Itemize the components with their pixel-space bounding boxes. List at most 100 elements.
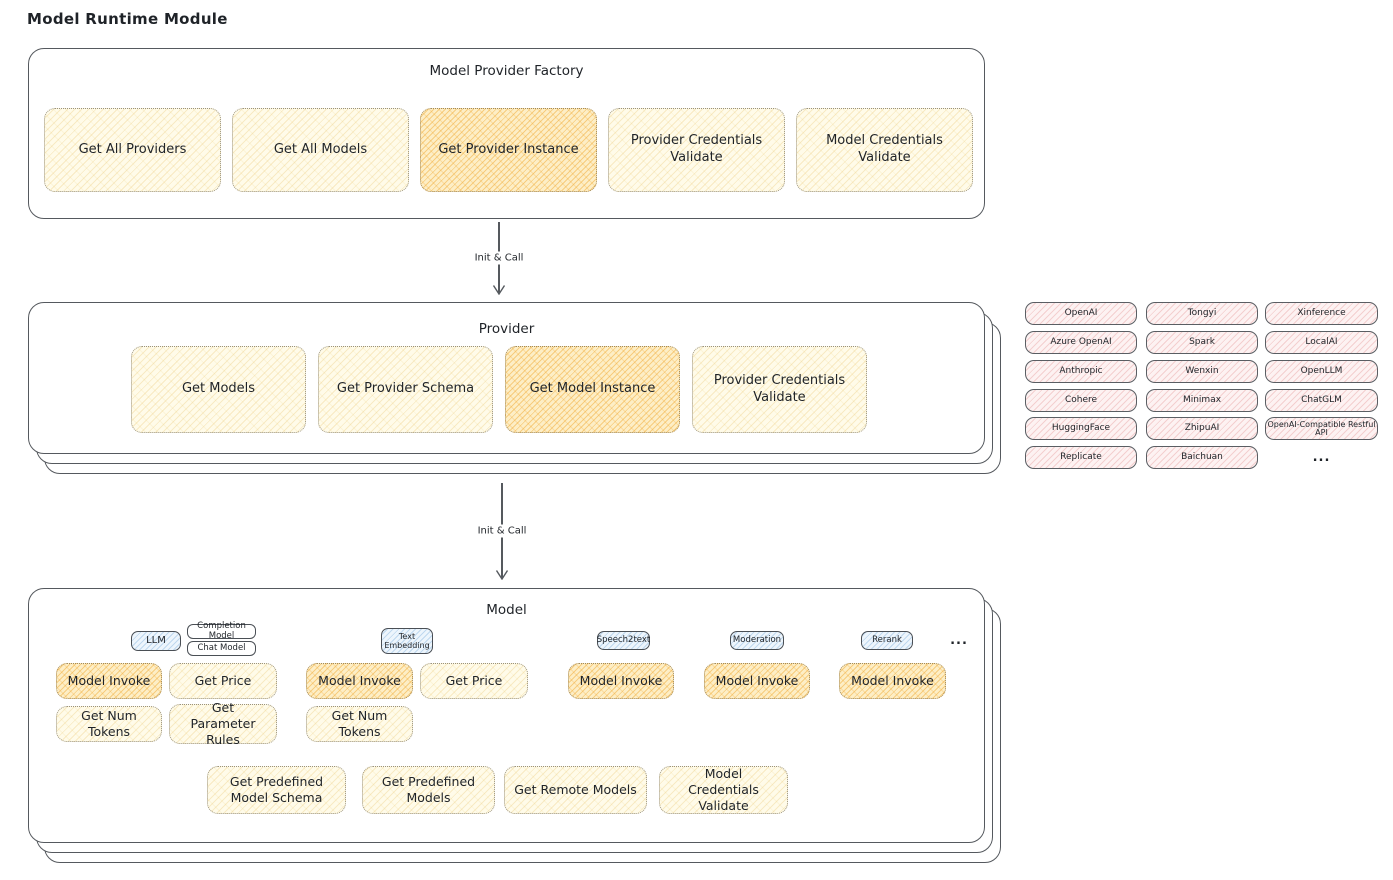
speech2text-model-invoke-chip: Model Invoke [568, 663, 674, 699]
provider-pill-azure-openai: Azure OpenAI [1025, 331, 1137, 354]
speech2text-tag: Speech2text [597, 631, 650, 650]
chip-label: Get Price [194, 672, 252, 688]
factory-title: Model Provider Factory [429, 63, 584, 79]
tag-label: Text Embedding [384, 631, 430, 650]
chip-label: Provider Credentials Validate [713, 372, 846, 405]
moderation-tag: Moderation [730, 631, 784, 650]
pill-label: ZhipuAI [1184, 423, 1220, 433]
pill-label: Azure OpenAI [1050, 337, 1112, 347]
text-embedding-tag: Text Embedding [381, 628, 433, 654]
get-provider-schema-chip: Get Provider Schema [318, 346, 493, 433]
llm-get-num-tokens-chip: Get Num Tokens [56, 706, 162, 742]
llm-get-parameter-rules-chip: Get Parameter Rules [169, 700, 277, 747]
model-title: Model [486, 602, 527, 618]
provider-pill-zhipuai: ZhipuAI [1146, 417, 1258, 440]
provider-title: Provider [478, 321, 535, 337]
completion-model-tag: Completion Model [187, 620, 256, 641]
chip-label: Model Credentials Validate [826, 133, 943, 165]
get-all-models-chip: Get All Models [232, 108, 409, 192]
chip-label: Model Invoke [67, 672, 151, 688]
tag-label: Chat Model [197, 642, 246, 653]
factory-box: Model Provider Factory Get All Providers… [28, 48, 985, 219]
provider-pill-chatglm: ChatGLM [1265, 389, 1378, 412]
get-provider-instance-chip: Get Provider Instance [420, 108, 597, 192]
chip-label: Get Parameter Rules [190, 699, 256, 748]
provider-pill-cohere: Cohere [1025, 389, 1137, 412]
chip-label: Get Num Tokens [81, 707, 137, 739]
provider-pill-xinference: Xinference [1265, 302, 1378, 325]
get-models-chip: Get Models [131, 346, 306, 433]
provider-list-ellipsis: ... [1312, 450, 1331, 465]
chip-label: Model Invoke [851, 672, 934, 688]
llm-tag: LLM [131, 631, 181, 651]
pill-label: Baichuan [1181, 452, 1223, 462]
pill-label: Anthropic [1059, 366, 1103, 376]
chat-model-tag: Chat Model [187, 641, 256, 656]
pill-label: Wenxin [1185, 366, 1219, 376]
provider-pill-localai: LocalAI [1265, 331, 1378, 354]
provider-credentials-validate-chip: Provider Credentials Validate [608, 108, 785, 192]
embedding-get-num-tokens-chip: Get Num Tokens [306, 706, 413, 742]
rerank-model-invoke-chip: Model Invoke [839, 663, 946, 699]
pill-label: OpenAI-Compatible Restful API [1267, 419, 1376, 437]
model-stack: Model LLM Completion Model Chat Model Te… [28, 588, 1001, 863]
factory-stack: Model Provider Factory Get All Providers… [28, 48, 985, 219]
provider-credentials-validate-chip: Provider Credentials Validate [692, 346, 867, 433]
init-call-label: Init & Call [468, 251, 530, 264]
tag-label: Moderation [732, 634, 782, 645]
pill-label: Tongyi [1187, 308, 1217, 318]
embedding-get-price-chip: Get Price [420, 663, 528, 699]
chip-label: Model Credentials Validate [688, 765, 759, 814]
chip-label: Get Provider Schema [336, 381, 475, 397]
chip-label: Model Invoke [579, 672, 663, 688]
get-model-instance-chip: Get Model Instance [505, 346, 680, 433]
embedding-model-invoke-chip: Model Invoke [306, 663, 413, 699]
llm-model-invoke-chip: Model Invoke [56, 663, 162, 699]
model-box: Model LLM Completion Model Chat Model Te… [28, 588, 985, 843]
model-credentials-validate-chip: Model Credentials Validate [796, 108, 973, 192]
get-predefined-models-chip: Get Predefined Models [362, 766, 495, 814]
chip-label: Get All Models [273, 141, 368, 157]
pill-label: HuggingFace [1051, 423, 1111, 433]
get-remote-models-chip: Get Remote Models [504, 766, 647, 814]
chip-label: Model Invoke [318, 672, 401, 688]
llm-get-price-chip: Get Price [169, 663, 277, 699]
pill-label: OpenLLM [1300, 366, 1343, 376]
chip-label: Get Price [445, 672, 503, 688]
pill-label: Cohere [1064, 395, 1098, 405]
provider-pill-baichuan: Baichuan [1146, 446, 1258, 469]
chip-label: Get Models [181, 381, 256, 397]
chip-label: Provider Credentials Validate [630, 133, 763, 165]
provider-stack: Provider Get Models Get Provider Schema … [28, 302, 1001, 474]
provider-pill-huggingface: HuggingFace [1025, 417, 1137, 440]
provider-pill-tongyi: Tongyi [1146, 302, 1258, 325]
tag-label: Speech2text [596, 634, 651, 645]
rerank-tag: Rerank [861, 631, 913, 650]
chip-label: Get Provider Instance [438, 141, 579, 157]
chip-label: Get Predefined Models [381, 773, 476, 805]
provider-pill-openai-compatible: OpenAI-Compatible Restful API [1265, 417, 1378, 440]
chip-label: Get Num Tokens [331, 707, 388, 739]
chip-label: Model Invoke [715, 672, 799, 688]
arrow-head-icon [492, 285, 506, 295]
tag-label: LLM [146, 635, 166, 647]
provider-pill-spark: Spark [1146, 331, 1258, 354]
provider-pill-anthropic: Anthropic [1025, 360, 1137, 383]
tag-label: Completion Model [197, 620, 246, 641]
pill-label: Xinference [1297, 308, 1346, 318]
provider-box: Provider Get Models Get Provider Schema … [28, 302, 985, 454]
chip-label: Get Predefined Model Schema [229, 773, 324, 805]
pill-label: OpenAI [1064, 308, 1098, 318]
provider-pill-minimax: Minimax [1146, 389, 1258, 412]
get-predefined-model-schema-chip: Get Predefined Model Schema [207, 766, 346, 814]
pill-label: Replicate [1060, 452, 1102, 462]
chip-label: Get Model Instance [529, 381, 656, 397]
arrow-head-icon [495, 570, 509, 580]
moderation-model-invoke-chip: Model Invoke [704, 663, 810, 699]
model-types-ellipsis: ... [950, 633, 968, 648]
provider-pill-openllm: OpenLLM [1265, 360, 1378, 383]
model-credentials-validate-chip: Model Credentials Validate [659, 766, 788, 814]
provider-pill-openai: OpenAI [1025, 302, 1137, 325]
provider-pill-wenxin: Wenxin [1146, 360, 1258, 383]
